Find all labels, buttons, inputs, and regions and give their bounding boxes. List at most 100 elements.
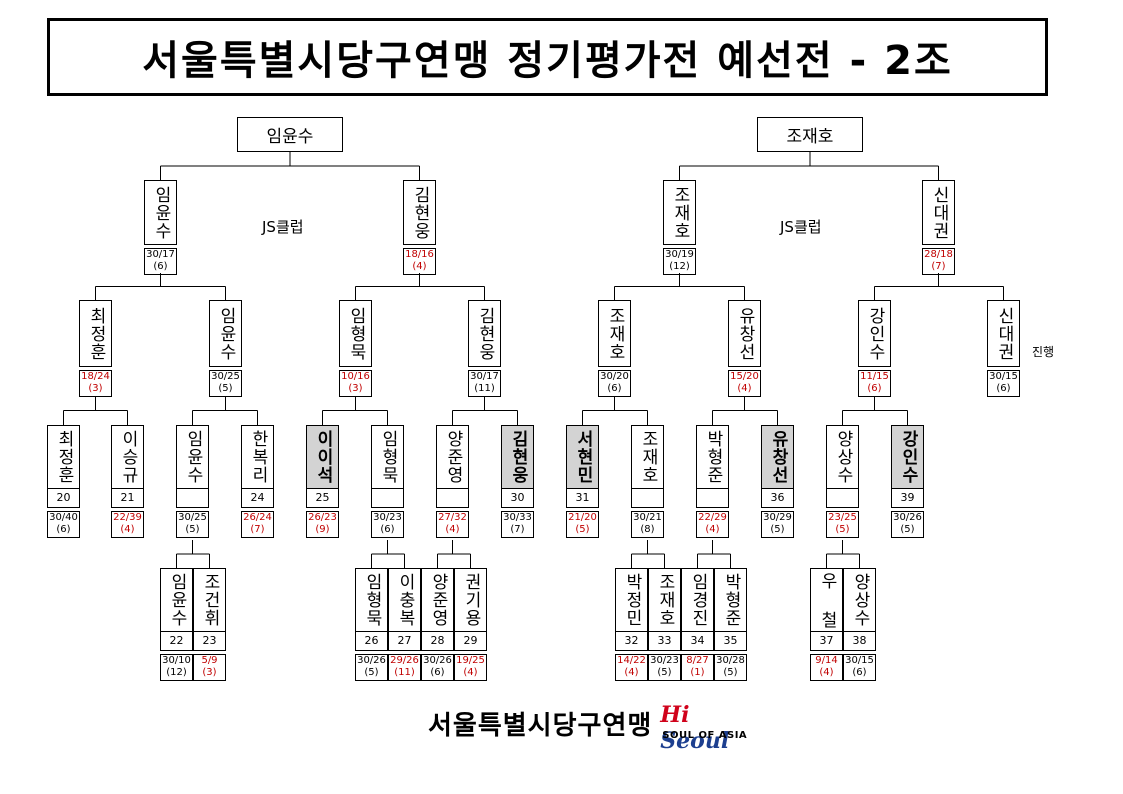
player-name-text: 권기용 <box>461 573 481 627</box>
innings-value: (4) <box>445 524 460 535</box>
innings-value: (6) <box>56 524 71 535</box>
player-score: 30/40(6) <box>47 511 80 538</box>
score-value: 18/24 <box>81 371 110 382</box>
root-right: 조재호 <box>757 117 863 152</box>
player-name: 조재호 <box>648 568 681 632</box>
player-name: 임윤수 <box>160 568 193 632</box>
player-name: 양준영 <box>421 568 454 632</box>
innings-value: (3) <box>348 383 363 394</box>
score-value: 30/33 <box>503 512 532 523</box>
innings-value: (3) <box>202 667 217 678</box>
innings-value: (5) <box>185 524 200 535</box>
player-name: 신대권 <box>922 180 955 245</box>
player-seed-number: 22 <box>160 632 193 651</box>
player-score: 22/29(4) <box>696 511 729 538</box>
score-value: 29/26 <box>390 655 419 666</box>
player-name: 임형묵 <box>371 425 404 489</box>
player-seed-number: 24 <box>241 489 274 508</box>
innings-value: (5) <box>723 667 738 678</box>
score-value: 26/23 <box>308 512 337 523</box>
player-seed-number: 34 <box>681 632 714 651</box>
player-name: 강인수 <box>891 425 924 489</box>
player-score: 29/26(11) <box>388 654 421 681</box>
score-value: 15/20 <box>730 371 759 382</box>
innings-value: (4) <box>624 667 639 678</box>
logo-wordmark: Hi Seoul <box>660 702 750 754</box>
player-name: 조재호 <box>598 300 631 367</box>
hi-seoul-logo: Hi Seoul SOUL OF ASIA <box>660 700 750 754</box>
player-name: 최정훈 <box>79 300 112 367</box>
score-value: 18/16 <box>405 249 434 260</box>
score-value: 30/21 <box>633 512 662 523</box>
innings-value: (11) <box>474 383 495 394</box>
innings-value: (6) <box>380 524 395 535</box>
innings-value: (5) <box>218 383 233 394</box>
player-name: 신대권 <box>987 300 1020 367</box>
score-value: 23/25 <box>828 512 857 523</box>
innings-value: (4) <box>120 524 135 535</box>
player-score: 11/15(6) <box>858 370 891 397</box>
player-name: 박정민 <box>615 568 648 632</box>
footer: 서울특별시당구연맹 Hi Seoul SOUL OF ASIA <box>428 698 750 754</box>
player-name: 최정훈 <box>47 425 80 489</box>
player-seed-number: 26 <box>355 632 388 651</box>
player-name: 박형준 <box>714 568 747 632</box>
score-value: 30/23 <box>650 655 679 666</box>
player-name: 임형묵 <box>339 300 372 367</box>
player-score: 30/15(6) <box>843 654 876 681</box>
player-name: 우 철 <box>810 568 843 632</box>
player-score: 30/25(5) <box>176 511 209 538</box>
player-seed-number <box>436 489 469 508</box>
innings-value: (11) <box>394 667 415 678</box>
score-value: 30/17 <box>146 249 175 260</box>
score-value: 30/10 <box>162 655 191 666</box>
score-value: 30/19 <box>665 249 694 260</box>
player-name-text: 강인수 <box>865 306 885 361</box>
score-value: 9/14 <box>815 655 838 666</box>
logo-hi: Hi <box>660 702 690 728</box>
player-name-text: 유창선 <box>735 306 755 361</box>
player-score: 30/20(6) <box>598 370 631 397</box>
innings-value: (4) <box>819 667 834 678</box>
innings-value: (7) <box>510 524 525 535</box>
player-name-text: 김현웅 <box>508 430 528 484</box>
score-value: 30/29 <box>763 512 792 523</box>
player-name: 유창선 <box>728 300 761 367</box>
innings-value: (5) <box>575 524 590 535</box>
player-name: 김현웅 <box>403 180 436 245</box>
player-score: 5/9(3) <box>193 654 226 681</box>
player-name-text: 조재호 <box>655 573 675 627</box>
player-score: 30/19(12) <box>663 248 696 275</box>
player-score: 8/27(1) <box>681 654 714 681</box>
score-value: 26/24 <box>243 512 272 523</box>
score-value: 30/28 <box>716 655 745 666</box>
player-score: 27/32(4) <box>436 511 469 538</box>
innings-value: (4) <box>463 667 478 678</box>
innings-value: (6) <box>430 667 445 678</box>
player-name-text: 박형준 <box>703 430 723 484</box>
player-name-text: 임경진 <box>688 573 708 627</box>
player-score: 30/33(7) <box>501 511 534 538</box>
player-seed-number: 31 <box>566 489 599 508</box>
player-name-text: 임윤수 <box>151 185 171 240</box>
player-name-text: 양상수 <box>850 573 870 627</box>
player-name: 임경진 <box>681 568 714 632</box>
page-title: 서울특별시당구연맹 정기평가전 예선전 - 2조 <box>142 38 953 84</box>
player-seed-number: 25 <box>306 489 339 508</box>
player-name: 임윤수 <box>209 300 242 367</box>
player-name-text: 신대권 <box>929 185 949 240</box>
player-score: 30/21(8) <box>631 511 664 538</box>
innings-value: (6) <box>996 383 1011 394</box>
logo-seoul: Seoul <box>660 728 730 754</box>
player-name: 임윤수 <box>176 425 209 489</box>
player-seed-number: 23 <box>193 632 226 651</box>
player-name: 임윤수 <box>144 180 177 245</box>
player-name: 서현민 <box>566 425 599 489</box>
player-name-text: 이이석 <box>313 430 333 484</box>
innings-value: (4) <box>705 524 720 535</box>
player-score: 30/26(5) <box>355 654 388 681</box>
player-seed-number: 29 <box>454 632 487 651</box>
player-name: 강인수 <box>858 300 891 367</box>
player-score: 30/23(6) <box>371 511 404 538</box>
player-name-text: 한복리 <box>248 430 268 484</box>
